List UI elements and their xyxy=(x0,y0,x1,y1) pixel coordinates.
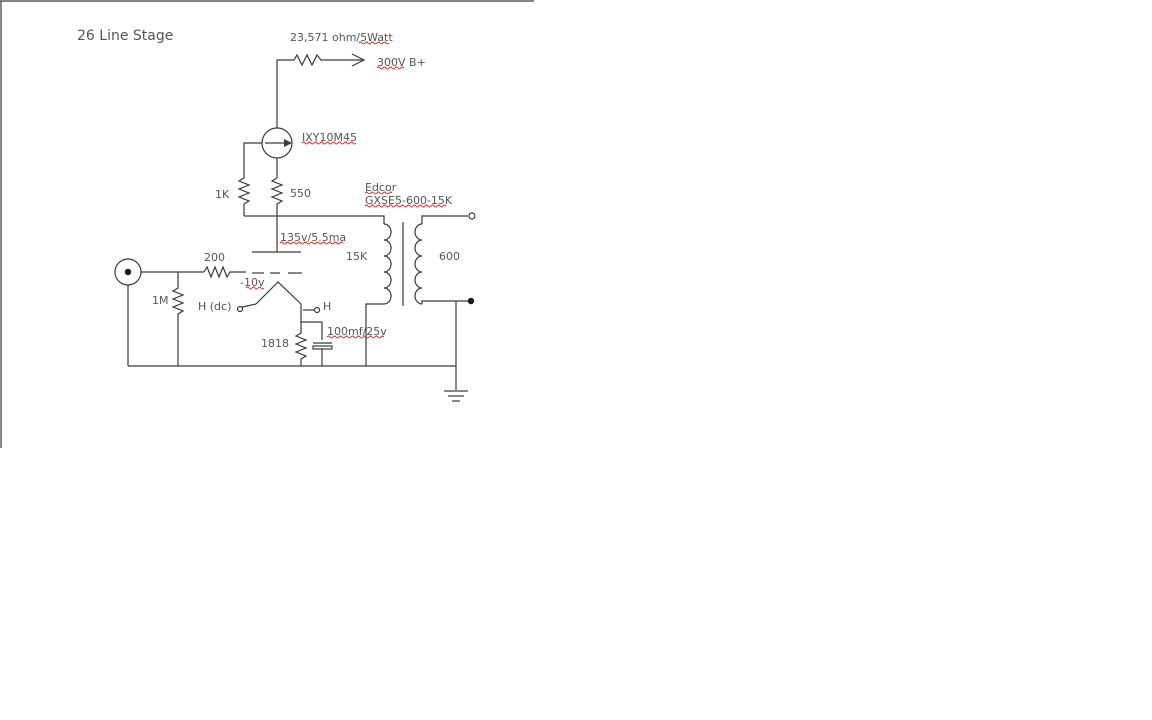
transformer-model-label: GXSE5-600-15K xyxy=(365,194,453,207)
resistor-1k-symbol xyxy=(237,177,251,216)
capacitor-label: 100mf/25v xyxy=(327,325,387,338)
resistor-200-label: 200 xyxy=(204,251,225,264)
transformer-secondary xyxy=(414,212,476,366)
resistor-1k-label: 1K xyxy=(215,188,230,201)
diagram-title: 26 Line Stage xyxy=(77,28,173,44)
heater-dc-label: H (dc) xyxy=(198,300,231,313)
resistor-1m-label: 1M xyxy=(152,294,169,307)
grid-bias-label: -10v xyxy=(240,276,265,289)
b-plus-resistor-symbol xyxy=(276,53,366,128)
tube-symbol xyxy=(236,251,321,314)
b-plus-resistor-label: 23,571 ohm/5Watt xyxy=(290,31,393,44)
ccs-label: IXY10M45 xyxy=(302,131,357,144)
ground-bus xyxy=(128,365,468,402)
plate-wire xyxy=(244,215,385,252)
input-wires xyxy=(127,271,204,366)
primary-impedance-label: 15K xyxy=(346,250,368,263)
secondary-impedance-label: 600 xyxy=(439,250,460,263)
transformer-primary xyxy=(365,223,392,366)
resistor-550-label: 550 xyxy=(290,187,311,200)
resistor-1m-symbol xyxy=(171,272,185,366)
transformer-brand-label: Edcor xyxy=(365,181,397,194)
resistor-550-symbol xyxy=(270,177,284,216)
op-point-label: 135v/5.5ma xyxy=(280,231,346,244)
heater-label: H xyxy=(323,300,331,313)
resistor-200-symbol xyxy=(203,265,246,279)
cathode-network xyxy=(294,310,333,366)
ccs-symbol xyxy=(243,127,293,178)
resistor-1818-label: 1818 xyxy=(261,337,289,350)
b-plus-label: 300V B+ xyxy=(377,56,426,69)
frame-border xyxy=(0,0,534,448)
input-jack xyxy=(114,258,142,286)
